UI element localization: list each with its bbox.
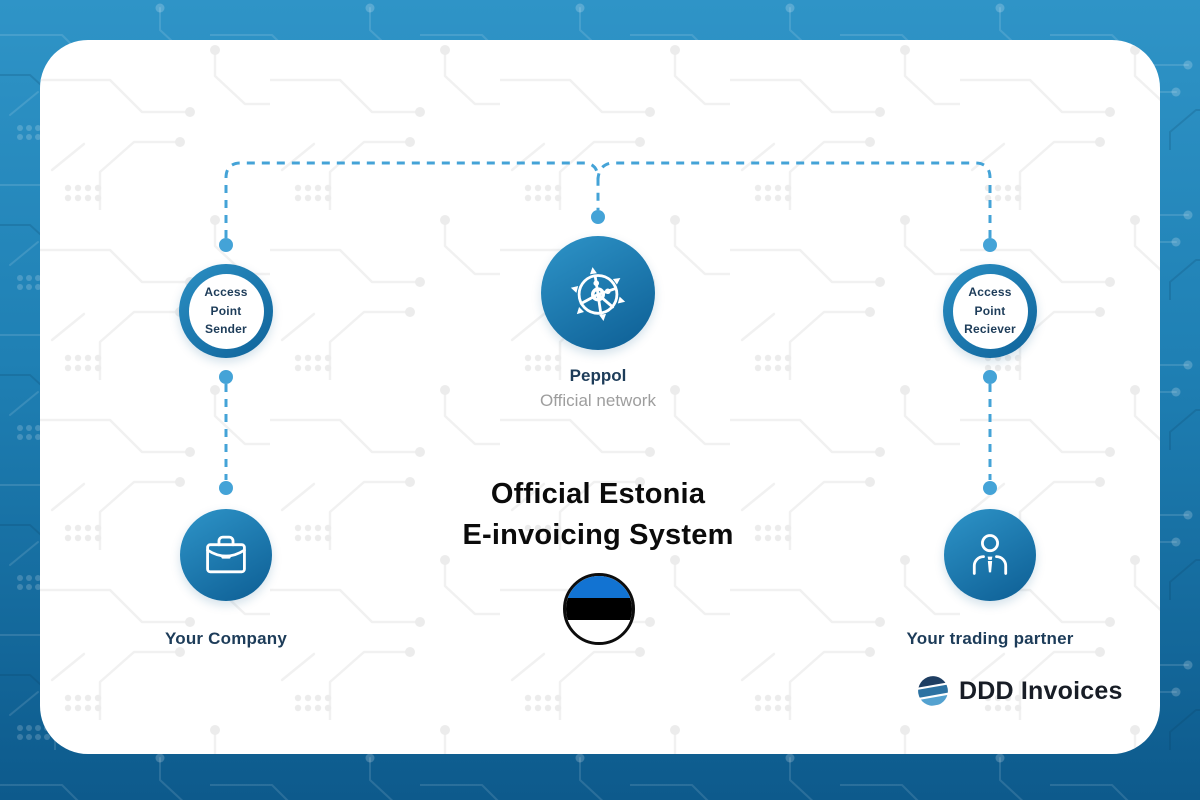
access-point-sender-label: Access Point Sender <box>204 285 248 337</box>
access-point-receiver-inner: Access Point Reciever <box>952 273 1028 349</box>
brand-logo: DDD Invoices <box>916 674 1156 708</box>
briefcase-icon <box>206 535 246 574</box>
page-title: Official Estonia E-invoicing System <box>300 474 896 557</box>
access-point-sender-node: Access Point Sender <box>179 264 273 358</box>
your-company-disc <box>180 509 272 601</box>
peppol-node: Peppol Official network <box>488 236 708 411</box>
peppol-title: Peppol <box>569 366 627 385</box>
trading-partner-node: Your trading partner <box>890 509 1090 649</box>
access-point-sender-inner: Access Point Sender <box>188 273 264 349</box>
connector-lines <box>219 161 997 495</box>
page-title-line1: Official Estonia <box>490 478 706 510</box>
brand-name: DDD Invoices <box>959 676 1123 705</box>
connector-dots <box>219 210 997 495</box>
diagram-card: Access Point Sender Access Point Recieve… <box>40 40 1160 754</box>
your-company-label: Your Company <box>164 629 288 648</box>
estonia-flag-icon <box>563 573 635 645</box>
trading-partner-label: Your trading partner <box>906 629 1074 648</box>
flag-stripe-white <box>566 620 632 642</box>
flag-stripe-black <box>566 598 632 620</box>
flag-stripe-blue <box>566 576 632 598</box>
connector-top-right <box>596 161 992 238</box>
peppol-subtitle: Official network <box>540 391 656 410</box>
peppol-disc <box>541 236 655 350</box>
page-title-line2: E-invoicing System <box>462 519 734 552</box>
connector-top-left <box>224 161 600 238</box>
your-company-node: Your Company <box>126 509 326 649</box>
business-person-icon <box>972 534 1008 575</box>
peppol-globe-icon <box>570 267 626 321</box>
ddd-invoices-logo-icon <box>916 674 950 708</box>
access-point-receiver-label: Access Point Reciever <box>964 285 1016 337</box>
access-point-receiver-node: Access Point Reciever <box>943 264 1037 358</box>
trading-partner-disc <box>944 509 1036 601</box>
